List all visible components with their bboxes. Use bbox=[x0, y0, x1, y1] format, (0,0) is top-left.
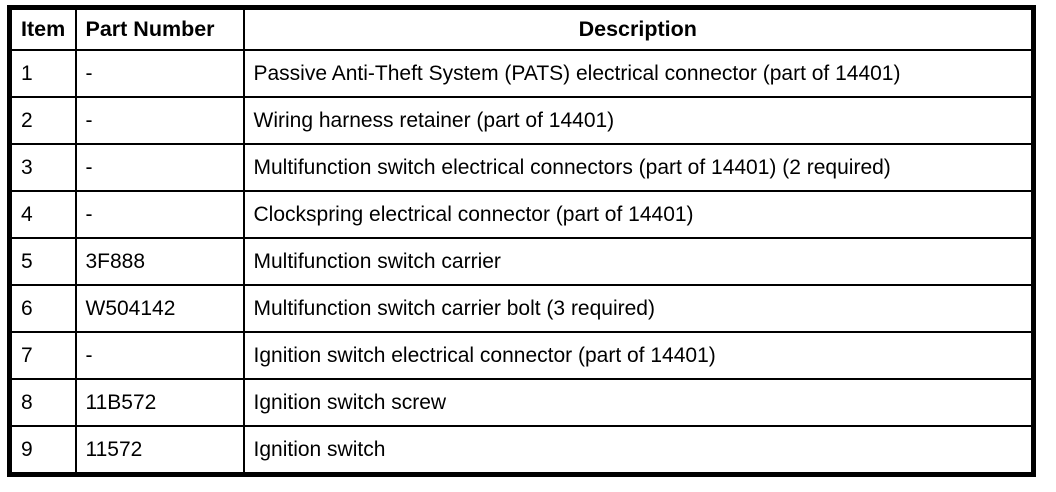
table-row: 3 - Multifunction switch electrical conn… bbox=[8, 143, 1035, 192]
part-number-cell: W504142 bbox=[74, 284, 245, 333]
item-cell: 2 bbox=[8, 96, 77, 145]
parts-table-container: Item Part Number Description 1 - Passive… bbox=[7, 5, 1036, 477]
table-row: 9 11572 Ignition switch bbox=[8, 425, 1035, 476]
table-row: 8 11B572 Ignition switch screw bbox=[8, 378, 1035, 427]
item-cell: 5 bbox=[8, 237, 77, 286]
item-cell: 6 bbox=[8, 284, 77, 333]
part-number-cell: 3F888 bbox=[74, 237, 245, 286]
table-row: 7 - Ignition switch electrical connector… bbox=[8, 331, 1035, 380]
table-row: 2 - Wiring harness retainer (part of 144… bbox=[8, 96, 1035, 145]
description-cell: Ignition switch bbox=[242, 425, 1035, 476]
part-number-cell: - bbox=[74, 331, 245, 380]
table-row: 1 - Passive Anti-Theft System (PATS) ele… bbox=[8, 49, 1035, 98]
item-cell: 8 bbox=[8, 378, 77, 427]
description-cell: Ignition switch screw bbox=[242, 378, 1035, 427]
table-row: 4 - Clockspring electrical connector (pa… bbox=[8, 190, 1035, 239]
parts-table: Item Part Number Description 1 - Passive… bbox=[7, 5, 1036, 477]
item-cell: 7 bbox=[8, 331, 77, 380]
description-cell: Ignition switch electrical connector (pa… bbox=[242, 331, 1035, 380]
part-number-cell: 11B572 bbox=[74, 378, 245, 427]
column-header-description: Description bbox=[242, 6, 1035, 51]
part-number-cell: - bbox=[74, 143, 245, 192]
item-cell: 9 bbox=[8, 425, 77, 476]
header-row: Item Part Number Description bbox=[8, 6, 1035, 51]
item-cell: 4 bbox=[8, 190, 77, 239]
part-number-cell: - bbox=[74, 49, 245, 98]
column-header-item: Item bbox=[8, 6, 77, 51]
item-cell: 3 bbox=[8, 143, 77, 192]
table-row: 5 3F888 Multifunction switch carrier bbox=[8, 237, 1035, 286]
table-row: 6 W504142 Multifunction switch carrier b… bbox=[8, 284, 1035, 333]
part-number-cell: - bbox=[74, 190, 245, 239]
part-number-cell: 11572 bbox=[74, 425, 245, 476]
description-cell: Passive Anti-Theft System (PATS) electri… bbox=[242, 49, 1035, 98]
description-cell: Multifunction switch carrier bbox=[242, 237, 1035, 286]
description-cell: Multifunction switch electrical connecto… bbox=[242, 143, 1035, 192]
column-header-part-number: Part Number bbox=[74, 6, 245, 51]
item-cell: 1 bbox=[8, 49, 77, 98]
description-cell: Multifunction switch carrier bolt (3 req… bbox=[242, 284, 1035, 333]
description-cell: Clockspring electrical connector (part o… bbox=[242, 190, 1035, 239]
part-number-cell: - bbox=[74, 96, 245, 145]
description-cell: Wiring harness retainer (part of 14401) bbox=[242, 96, 1035, 145]
